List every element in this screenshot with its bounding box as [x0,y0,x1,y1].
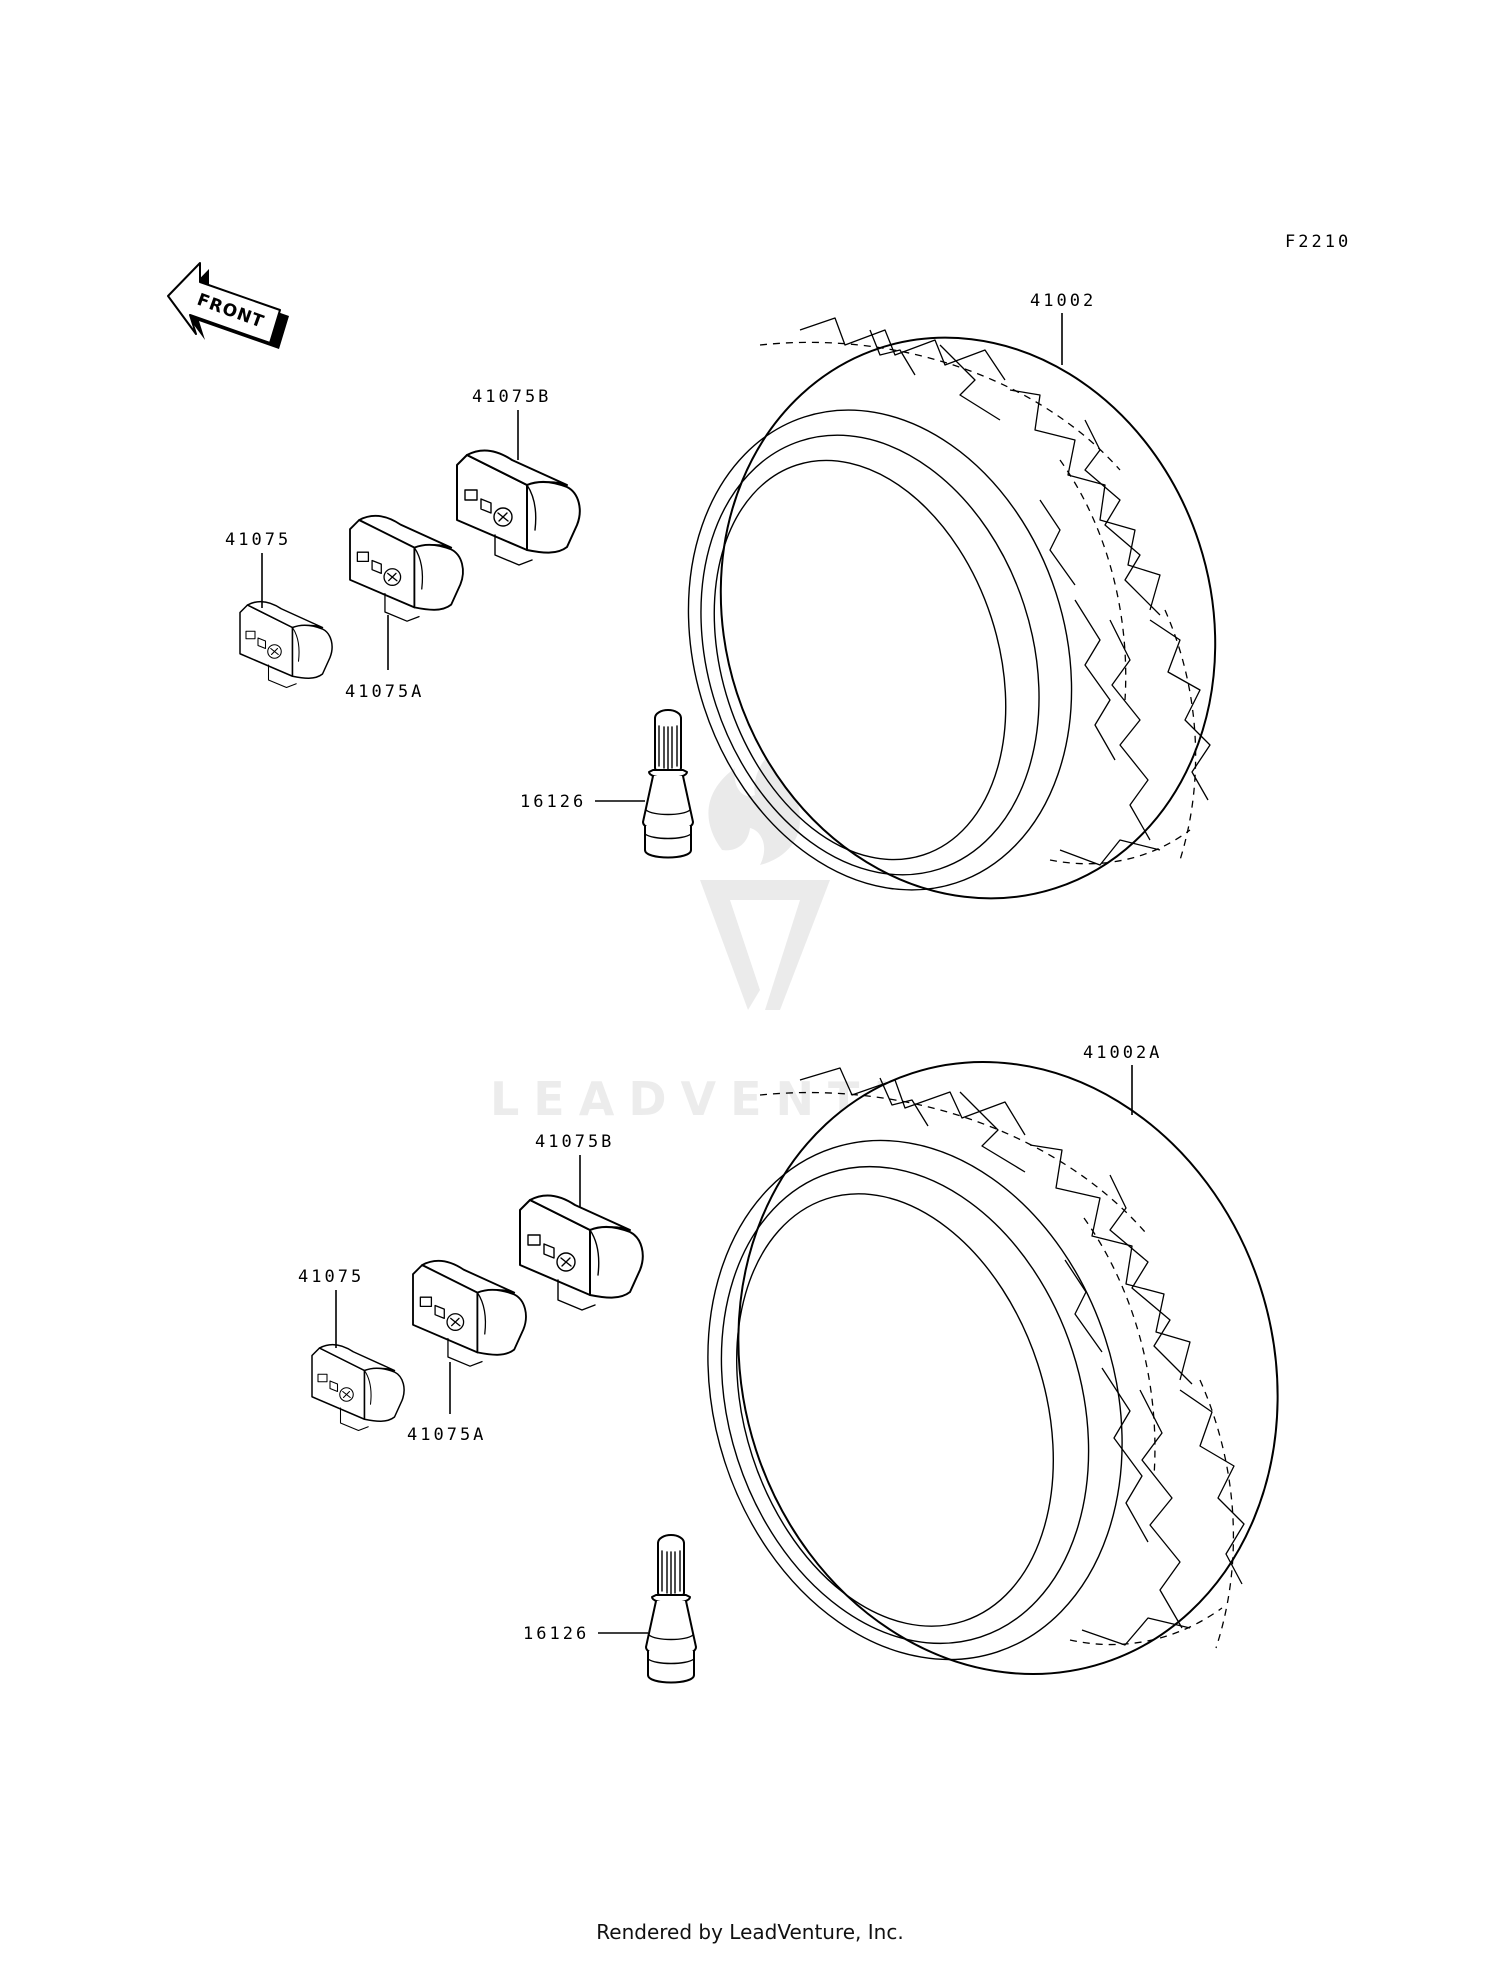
label-41075-upper: 41075 [225,530,291,550]
label-41075A-upper: 41075A [345,682,424,702]
balance-weight-41075-lower [311,1343,405,1432]
label-16126-upper: 16126 [520,792,586,812]
diagram-id: F2210 [1285,232,1351,252]
front-arrow-icon: FRONT [167,262,289,349]
valve-stem-16126-upper [642,709,694,859]
tire-41002 [687,317,1217,900]
label-41075B-lower: 41075B [535,1132,614,1152]
label-41075B-upper: 41075B [472,387,551,407]
balance-weight-41075A-upper [349,514,464,623]
label-41002: 41002 [1030,291,1096,311]
leadventure-watermark [700,750,830,1010]
balance-weight-41075-upper [239,600,333,689]
valve-stem-16126-lower [645,1534,697,1684]
balance-weight-41075B-lower [519,1194,644,1311]
label-41002A: 41002A [1083,1043,1162,1063]
label-16126-lower: 16126 [523,1624,589,1644]
footer-credit: Rendered by LeadVenture, Inc. [596,1920,904,1944]
balance-weight-41075B-upper [456,449,581,566]
label-41075-lower: 41075 [298,1267,364,1287]
balance-weight-41075A-lower [412,1259,527,1368]
tire-41002A [707,1061,1279,1675]
label-41075A-lower: 41075A [407,1425,486,1445]
